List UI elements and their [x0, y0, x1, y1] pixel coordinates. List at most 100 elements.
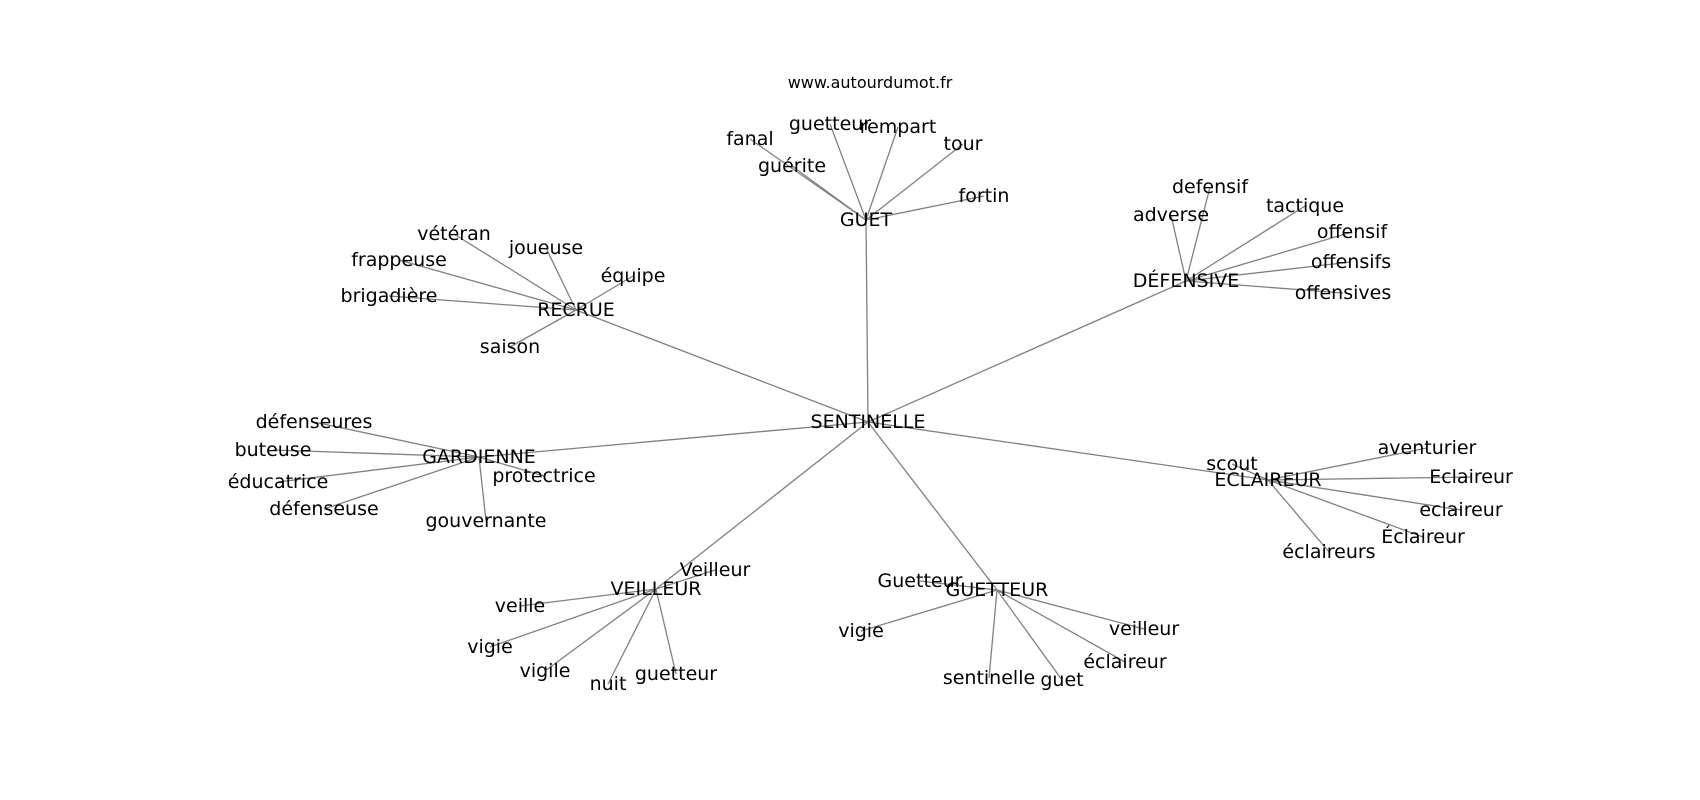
labels-layer: SENTINELLEGUETfanalguetteurremparttourgu…	[228, 113, 1513, 695]
edge-hub-to-word	[519, 588, 657, 607]
word-node-label: sentinelle	[943, 667, 1035, 689]
word-node-label: défenseuse	[269, 498, 378, 520]
word-node-label: Éclaireur	[1381, 525, 1465, 548]
word-node-label: vétéran	[417, 223, 491, 245]
word-node-label: brigadière	[341, 285, 438, 307]
word-node-label: éducatrice	[228, 471, 329, 493]
edge-hub-to-word	[1267, 447, 1428, 481]
edge-hub-to-word	[865, 143, 964, 221]
edge-hub-to-word	[1267, 476, 1472, 481]
edge-hub-to-word	[791, 165, 867, 221]
edge-center-to-hub	[655, 421, 869, 590]
edge-center-to-hub	[865, 219, 869, 423]
edge-hub-to-word	[1185, 231, 1353, 282]
word-node-label: guet	[1040, 669, 1083, 691]
word-node-label: guérite	[758, 155, 826, 177]
edge-hub-to-word	[1185, 205, 1306, 282]
word-node-label: offensif	[1317, 221, 1389, 243]
edge-hub-to-word	[478, 456, 487, 522]
edge-hub-to-word	[865, 195, 985, 221]
edge-hub-to-word	[313, 421, 480, 458]
word-node-label: aventurier	[1378, 437, 1477, 459]
hub-node-label: RECRUE	[537, 299, 615, 321]
edge-hub-to-word	[1170, 214, 1187, 282]
edge-hub-to-word	[509, 309, 577, 348]
edge-hub-to-word	[1185, 186, 1211, 282]
center-node-label: SENTINELLE	[811, 411, 926, 433]
word-node-label: Guetteur	[878, 570, 963, 592]
edge-hub-to-word	[860, 589, 998, 632]
edge-hub-to-word	[1231, 463, 1269, 481]
edge-hub-to-word	[478, 456, 545, 477]
word-node-label: vigile	[520, 660, 571, 682]
word-node-label: fortin	[959, 185, 1010, 207]
word-node-label: adverse	[1133, 204, 1209, 226]
edge-hub-to-word	[996, 589, 1063, 681]
word-node-label: offensives	[1295, 282, 1391, 304]
word-node-label: vigie	[838, 620, 884, 642]
edge-hub-to-word	[277, 456, 480, 483]
edge-hub-to-word	[655, 569, 716, 590]
edge-hub-to-word	[453, 233, 577, 311]
edge-hub-to-word	[655, 588, 677, 675]
edge-center-to-hub	[867, 421, 998, 591]
edge-hub-to-word	[398, 259, 577, 311]
word-node-label: veilleur	[1109, 618, 1180, 640]
word-node-label: fanal	[726, 128, 773, 150]
word-node-label: gouvernante	[425, 510, 546, 532]
hub-node-label: ECLAIREUR	[1214, 469, 1321, 491]
word-node-label: defensif	[1172, 176, 1249, 198]
edge-hub-to-word	[996, 589, 1126, 663]
word-node-label: offensifs	[1311, 251, 1391, 273]
edge-hub-to-word	[545, 247, 577, 311]
edge-hub-to-word	[988, 589, 998, 679]
edge-center-to-hub	[575, 309, 869, 423]
word-node-label: Eclaireur	[1429, 466, 1513, 488]
word-node-label: veille	[495, 595, 545, 617]
hub-node-label: DÉFENSIVE	[1133, 269, 1239, 292]
edge-center-to-hub	[478, 421, 869, 458]
edge-hub-to-word	[489, 588, 657, 648]
word-node-label: tour	[944, 133, 983, 155]
edge-hub-to-word	[919, 580, 998, 591]
word-node-label: eclaireur	[1419, 499, 1502, 521]
edge-hub-to-word	[1267, 479, 1424, 538]
edge-hub-to-word	[829, 123, 867, 221]
edge-hub-to-word	[996, 589, 1145, 630]
hub-node-label: GUET	[840, 209, 893, 231]
word-node-label: défenseures	[256, 411, 373, 433]
word-node-label: vigie	[467, 636, 513, 658]
edge-hub-to-word	[575, 275, 634, 311]
word-node-label: buteuse	[235, 439, 312, 461]
site-url: www.autourdumot.fr	[788, 73, 953, 92]
word-node-label: protectrice	[492, 465, 595, 487]
edge-hub-to-word	[607, 588, 657, 685]
edge-hub-to-word	[388, 295, 577, 311]
word-node-label: équipe	[601, 265, 666, 287]
word-node-label: rempart	[860, 116, 937, 138]
edge-hub-to-word	[323, 456, 480, 510]
edge-hub-to-word	[272, 449, 480, 458]
word-node-label: frappeuse	[351, 249, 447, 271]
word-node-label: guetteur	[635, 663, 717, 685]
word-node-label: tactique	[1266, 195, 1344, 217]
word-node-label: saison	[480, 336, 540, 358]
edge-hub-to-word	[1185, 261, 1352, 282]
hub-node-label: GUETTEUR	[946, 579, 1049, 601]
edge-hub-to-word	[544, 588, 657, 672]
edge-hub-to-word	[1267, 479, 1462, 511]
word-node-label: éclaireurs	[1282, 541, 1375, 563]
edges-layer	[272, 123, 1472, 685]
edge-center-to-hub	[867, 280, 1187, 423]
word-node-label: nuit	[590, 673, 627, 695]
edge-hub-to-word	[1185, 280, 1344, 294]
hub-node-label: VEILLEUR	[611, 578, 702, 600]
word-node-label: Veilleur	[680, 559, 751, 581]
edge-hub-to-word	[1267, 479, 1330, 553]
word-node-label: guetteur	[789, 113, 871, 135]
edge-center-to-hub	[867, 421, 1269, 481]
hub-node-label: GARDIENNE	[422, 446, 536, 468]
edge-hub-to-word	[865, 126, 899, 221]
word-node-label: joueuse	[508, 237, 583, 259]
